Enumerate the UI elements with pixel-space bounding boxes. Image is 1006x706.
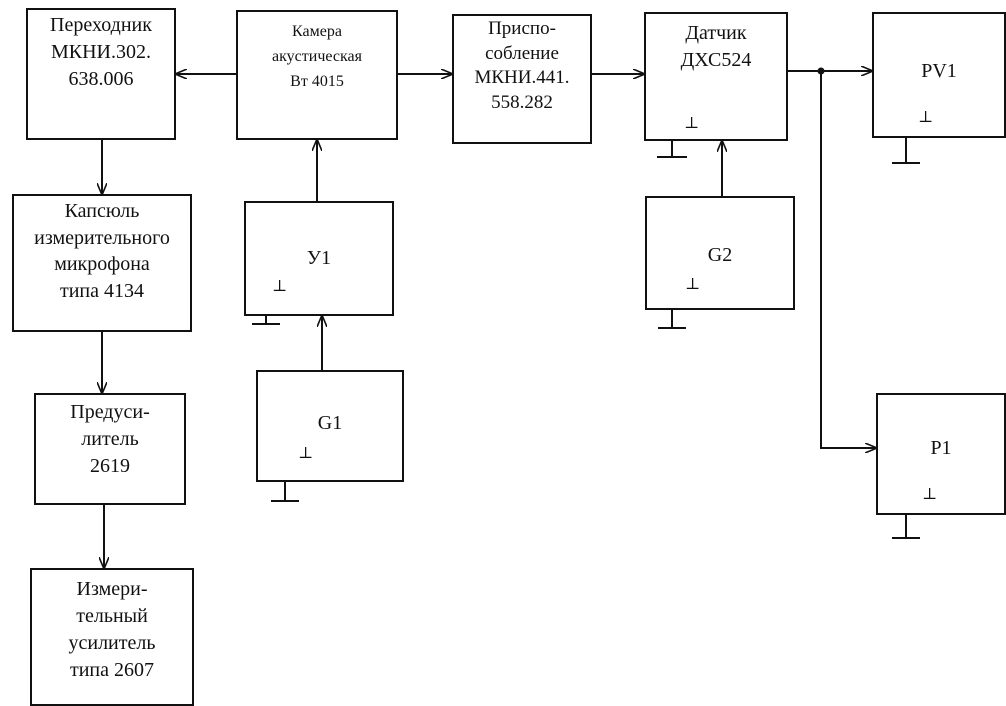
ground-mark-pv1: ⊥ xyxy=(918,109,934,126)
capsule-line-1: Капсюль xyxy=(64,200,140,222)
fixture-line-1: Приспо- xyxy=(488,18,556,39)
block-sensor: Датчик ДХС524 ⊥ xyxy=(644,12,788,141)
fixture-line-3: МКНИ.441. xyxy=(474,67,570,89)
preamp-line-3: 2619 xyxy=(90,455,130,477)
u1-label: У1 xyxy=(306,247,332,269)
adapter-line-2: МКНИ.302. xyxy=(50,41,151,63)
sensor-line-2: ДХС524 xyxy=(680,49,752,71)
block-sensor-label: Датчик ДХС524 xyxy=(646,20,786,74)
ground-mark-g1: ⊥ xyxy=(298,445,314,462)
fixture-line-4: 558.282 xyxy=(491,92,553,114)
p1-label: P1 xyxy=(930,437,952,459)
block-preamp: Предуси- литель 2619 xyxy=(34,393,186,505)
block-measuring-amplifier: Измери- тельный усилитель типа 2607 xyxy=(30,568,194,706)
block-g1: G1 ⊥ xyxy=(256,370,404,482)
block-adapter: Переходник МКНИ.302. 638.006 xyxy=(26,8,176,140)
adapter-line-3: 638.006 xyxy=(68,68,134,90)
block-measamp-label: Измери- тельный усилитель типа 2607 xyxy=(32,576,192,684)
capsule-line-2: измерительного xyxy=(34,226,170,249)
measamp-line-2: тельный xyxy=(76,605,148,627)
ground-mark-u1: ⊥ xyxy=(272,278,288,295)
ground-mark-p1: ⊥ xyxy=(922,486,938,503)
g2-label: G2 xyxy=(707,244,733,266)
chamber-line-2: акустическая xyxy=(272,47,362,65)
block-adapter-label: Переходник МКНИ.302. 638.006 xyxy=(28,12,174,93)
sensor-line-1: Датчик xyxy=(685,22,747,44)
preamp-line-2: литель xyxy=(81,428,139,450)
measamp-line-3: усилитель xyxy=(68,632,156,654)
block-acoustic-chamber: Камера акустическая Вт 4015 xyxy=(236,10,398,140)
measamp-line-4: типа 2607 xyxy=(69,659,155,681)
g1-label: G1 xyxy=(317,412,343,434)
adapter-line-1: Переходник xyxy=(50,14,152,36)
ground-mark-g2: ⊥ xyxy=(685,276,701,293)
block-p1: P1 ⊥ xyxy=(876,393,1006,515)
block-chamber-label: Камера акустическая Вт 4015 xyxy=(238,20,396,94)
ground-mark-sensor: ⊥ xyxy=(684,115,700,132)
preamp-line-1: Предуси- xyxy=(70,401,150,423)
block-capsule-label: Капсюль измерительного микрофона типа 41… xyxy=(14,198,190,304)
chamber-line-3: Вт 4015 xyxy=(290,72,344,90)
block-u1: У1 ⊥ xyxy=(244,201,394,316)
block-fixture: Приспо- собление МКНИ.441. 558.282 xyxy=(452,14,592,144)
block-pv1: PV1 ⊥ xyxy=(872,12,1006,138)
arrow-junction-to-p1 xyxy=(820,71,876,448)
block-preamp-label: Предуси- литель 2619 xyxy=(36,399,184,480)
capsule-line-3: микрофона xyxy=(54,253,150,276)
capsule-line-4: типа 4134 xyxy=(59,279,145,302)
chamber-line-1: Камера xyxy=(292,23,342,40)
measamp-line-1: Измери- xyxy=(76,578,148,600)
block-fixture-label: Приспо- собление МКНИ.441. 558.282 xyxy=(454,17,590,116)
block-capsule: Капсюль измерительного микрофона типа 41… xyxy=(12,194,192,332)
fixture-line-2: собление xyxy=(485,42,559,64)
junction-dot xyxy=(817,67,825,75)
pv1-label: PV1 xyxy=(921,60,957,82)
block-g2: G2 ⊥ xyxy=(645,196,795,310)
